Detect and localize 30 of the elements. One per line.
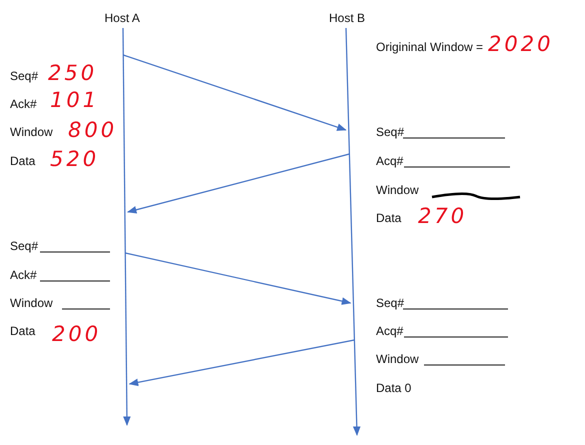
handwritten-value: 270 [418,205,468,227]
host-label: Host A [104,11,140,25]
field-label: Seq# [376,296,404,310]
handwritten-value: 520 [50,148,100,170]
message-arrow [126,153,350,214]
handwritten-value: 800 [68,119,118,141]
field-label: Data [10,154,36,168]
message-arrow [125,252,352,305]
field-label: Window [10,125,53,139]
handwritten-value: 101 [50,89,100,111]
field-label: Acq# [376,324,404,338]
message-arrow [128,339,355,386]
field-label: Seq# [10,239,38,253]
field-label: Data 0 [376,381,412,395]
field-label: Ack# [10,97,37,111]
handwritten-value: 250 [48,62,98,84]
field-label: Data [376,211,402,225]
message-arrow [123,54,347,131]
field-label: Seq# [376,125,404,139]
field-label: Window [376,352,419,366]
host-label: Host B [329,11,366,25]
field-label: Origininal Window = [376,40,484,54]
field-label: Window [376,183,419,197]
field-label: Seq# [10,69,38,83]
handwritten-value: 2020 [488,33,554,55]
field-label: Window [10,296,53,310]
field-label: Data [10,324,36,338]
handwritten-value: 200 [52,323,102,345]
field-label: Ack# [10,268,37,282]
field-label: Acq# [376,154,404,168]
